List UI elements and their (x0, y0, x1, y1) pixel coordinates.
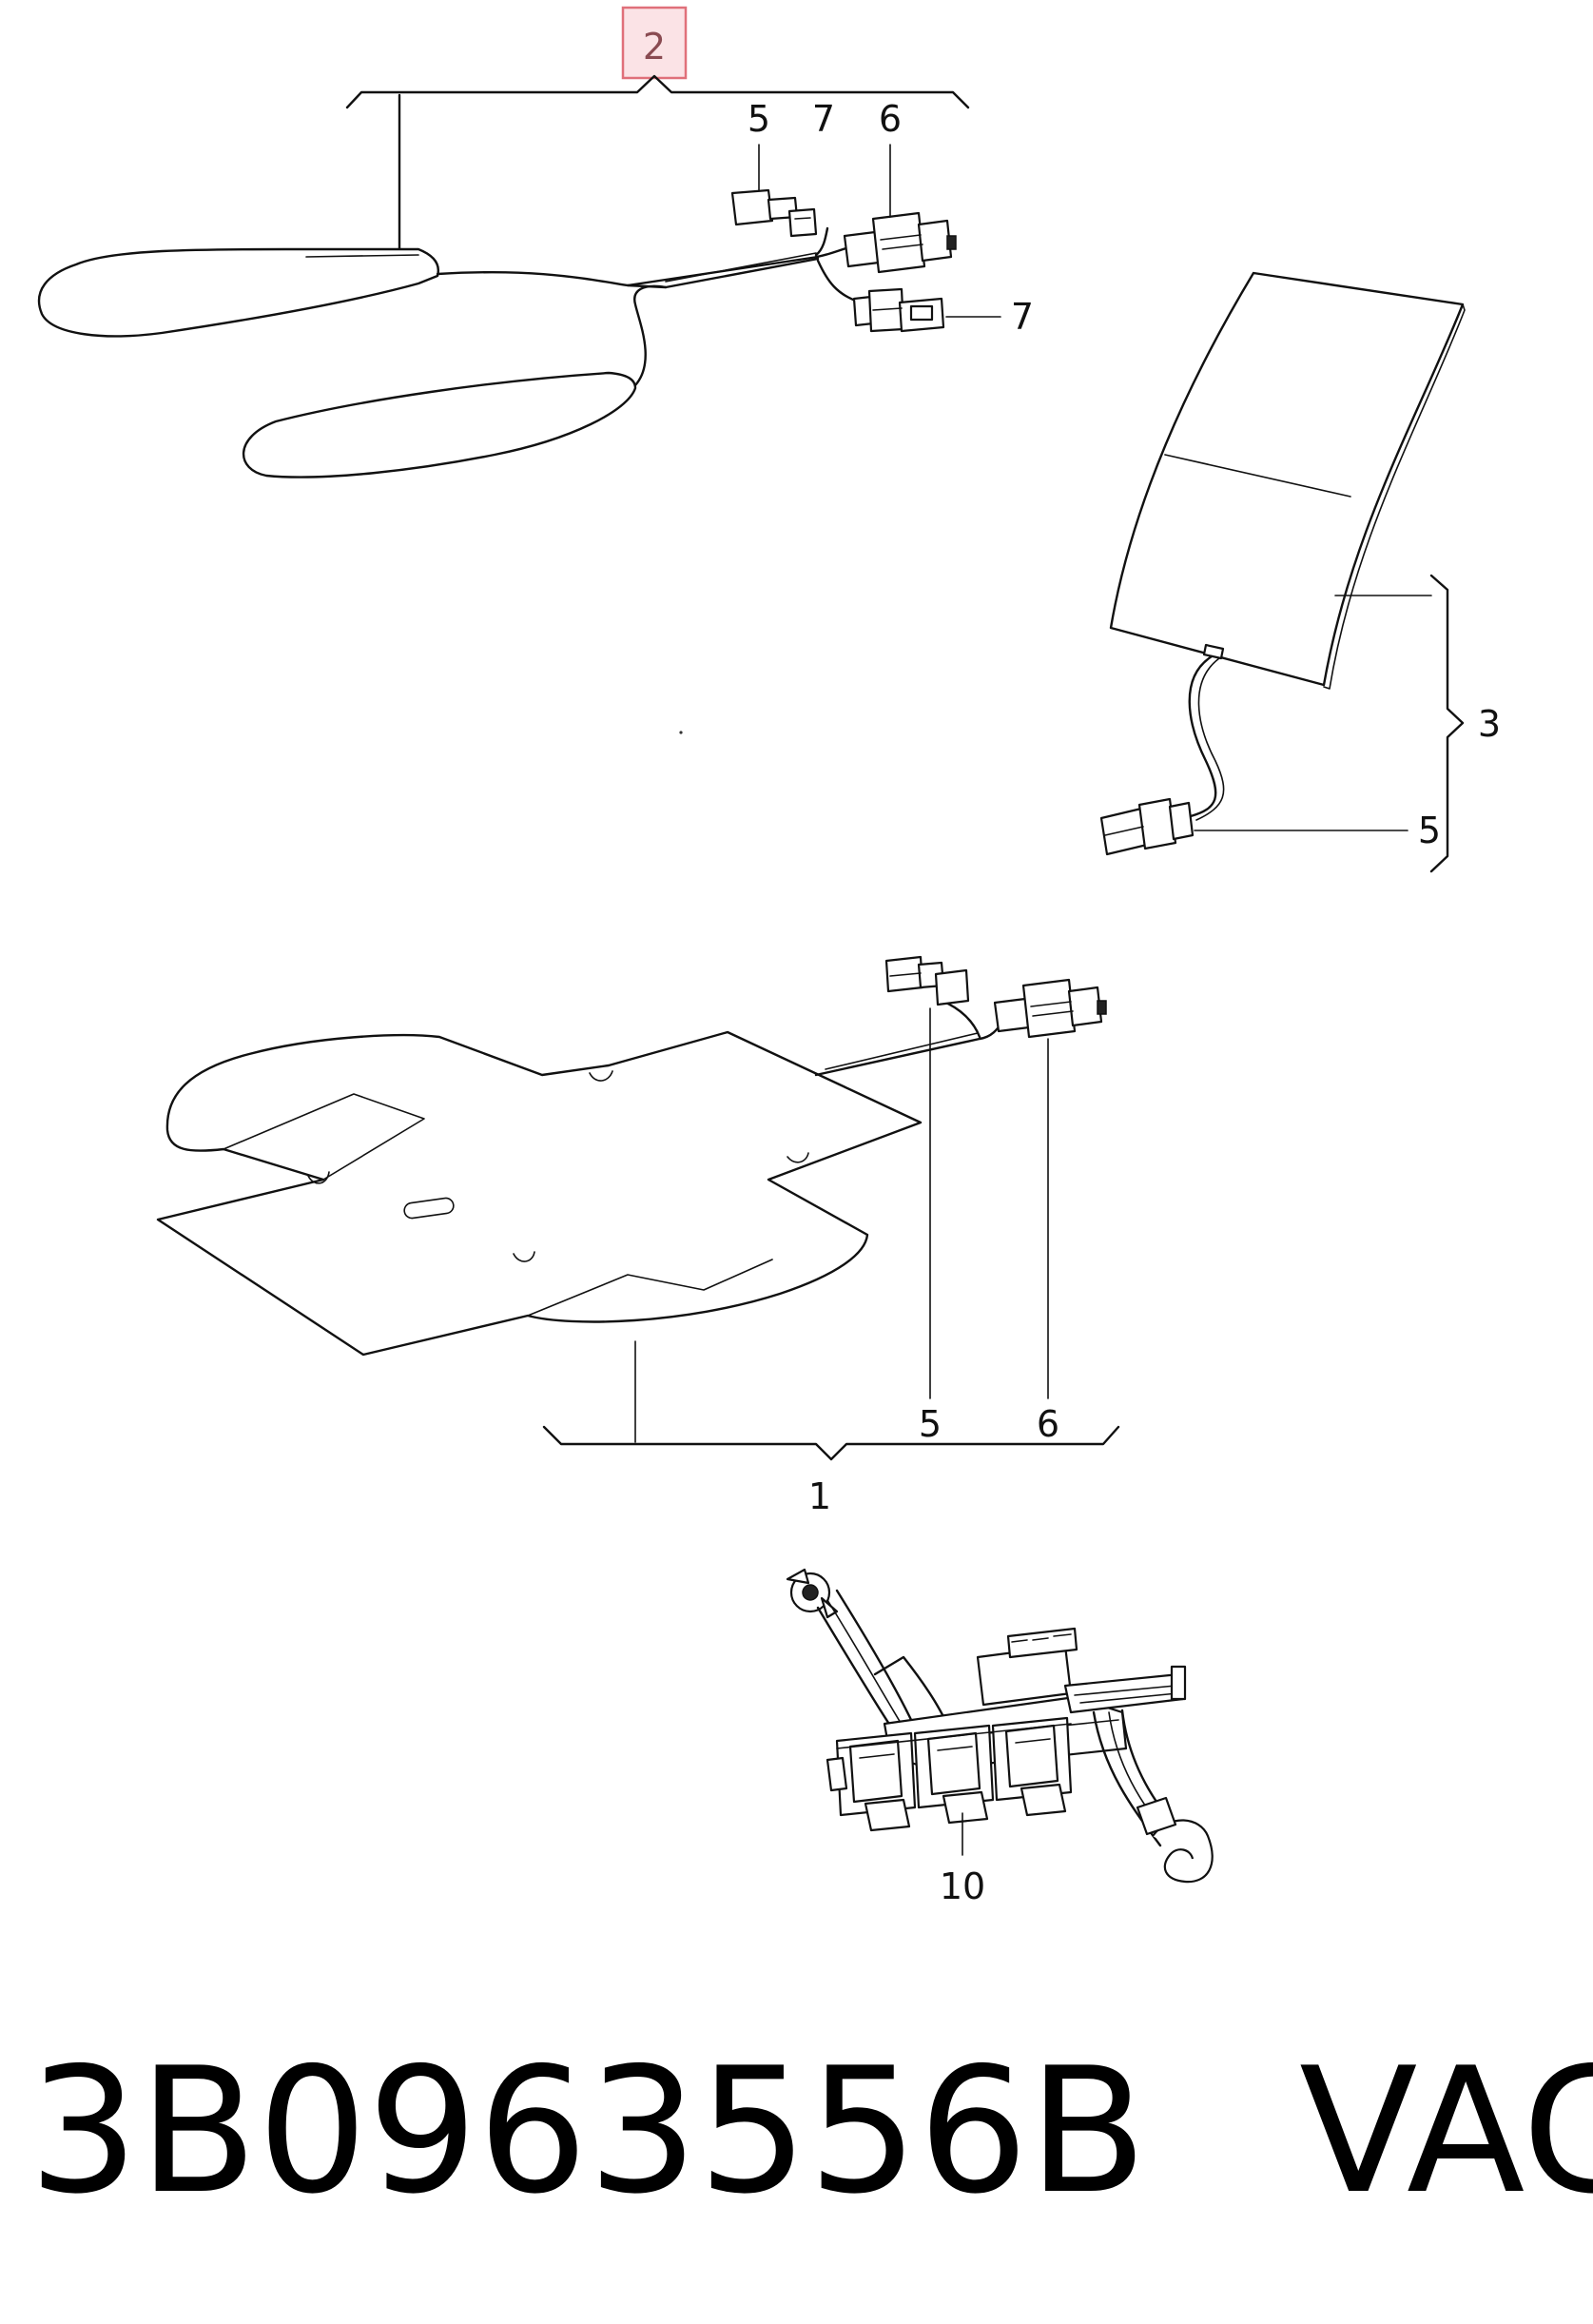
callout-1: 1 (808, 1475, 831, 1517)
wire-lower (633, 284, 668, 387)
mat-slot (403, 1197, 455, 1220)
mat-cut-lower (527, 1259, 773, 1317)
item-10-harness: 10 (786, 1568, 1214, 1907)
relay-holder-3[interactable] (991, 1716, 1073, 1817)
connector-5-mid[interactable] (884, 955, 970, 1006)
connector-5-back[interactable] (1099, 797, 1195, 856)
harness-right-branch (1063, 1672, 1185, 1714)
mat-wire-5 (940, 999, 981, 1039)
callout-3: 3 (1478, 703, 1501, 745)
seat-mat (156, 1030, 923, 1357)
brand-name: VAG (1299, 2030, 1593, 2232)
item-3-backrest-element: 3 5 (1099, 271, 1501, 873)
backrest-midline (1164, 454, 1351, 498)
mat-cut-upper (223, 1093, 425, 1181)
mat-harness-inner (825, 1032, 979, 1070)
item-1-seat-heating-mat: 5 6 1 (156, 955, 1120, 1517)
connector-6-top[interactable] (843, 211, 957, 274)
wire-upper (436, 255, 820, 287)
bracket-3 (1429, 574, 1465, 873)
backrest-wire-inner (1195, 657, 1225, 821)
wire-harness (626, 257, 820, 289)
highlight-box[interactable] (621, 6, 688, 80)
callout-top-5: 5 (748, 98, 770, 140)
pad-lower-finger (242, 371, 637, 478)
backrest-panel-edge (1323, 303, 1466, 690)
wire-branch-7 (816, 259, 863, 304)
relay-holder-1[interactable] (826, 1731, 917, 1832)
mat-notch-1 (589, 1070, 613, 1082)
relay-holder-2[interactable] (913, 1724, 995, 1825)
callout-top-7b: 7 (1011, 296, 1034, 338)
connector-7-top[interactable] (852, 287, 945, 333)
callout-back-5: 5 (1418, 810, 1441, 851)
pad-upper-line (305, 254, 419, 258)
callout-top-6: 6 (879, 98, 902, 140)
part-footer: 3B0963556B VAG (29, 2026, 1593, 2236)
pad-upper-finger (37, 247, 439, 338)
wire-branch-5 (814, 226, 829, 257)
parts-diagram: 2 (37, 6, 1501, 1907)
connector-6-mid[interactable] (993, 978, 1107, 1039)
clip-right (1152, 1819, 1214, 1884)
bracket-2 (345, 74, 970, 109)
part-number: 3B0963556B (29, 2030, 1148, 2232)
mat-notch-2 (307, 1171, 330, 1184)
callout-10: 10 (940, 1865, 985, 1907)
callout-top-7a: 7 (812, 98, 835, 140)
backrest-wire (1188, 654, 1217, 818)
mat-notch-3 (787, 1152, 809, 1163)
callout-mid-6: 6 (1037, 1403, 1059, 1445)
bracket-1 (542, 1425, 1120, 1461)
backrest-panel (1109, 271, 1465, 687)
speck (679, 731, 683, 734)
backrest-wire-exit (1202, 643, 1225, 660)
item-2-heating-element: 2 (37, 6, 1034, 478)
wire-harness-inner (665, 252, 817, 283)
callout-2: 2 (643, 26, 666, 68)
connector-5-top[interactable] (730, 188, 818, 238)
mat-notch-4 (513, 1251, 535, 1262)
callout-mid-5: 5 (919, 1403, 942, 1445)
